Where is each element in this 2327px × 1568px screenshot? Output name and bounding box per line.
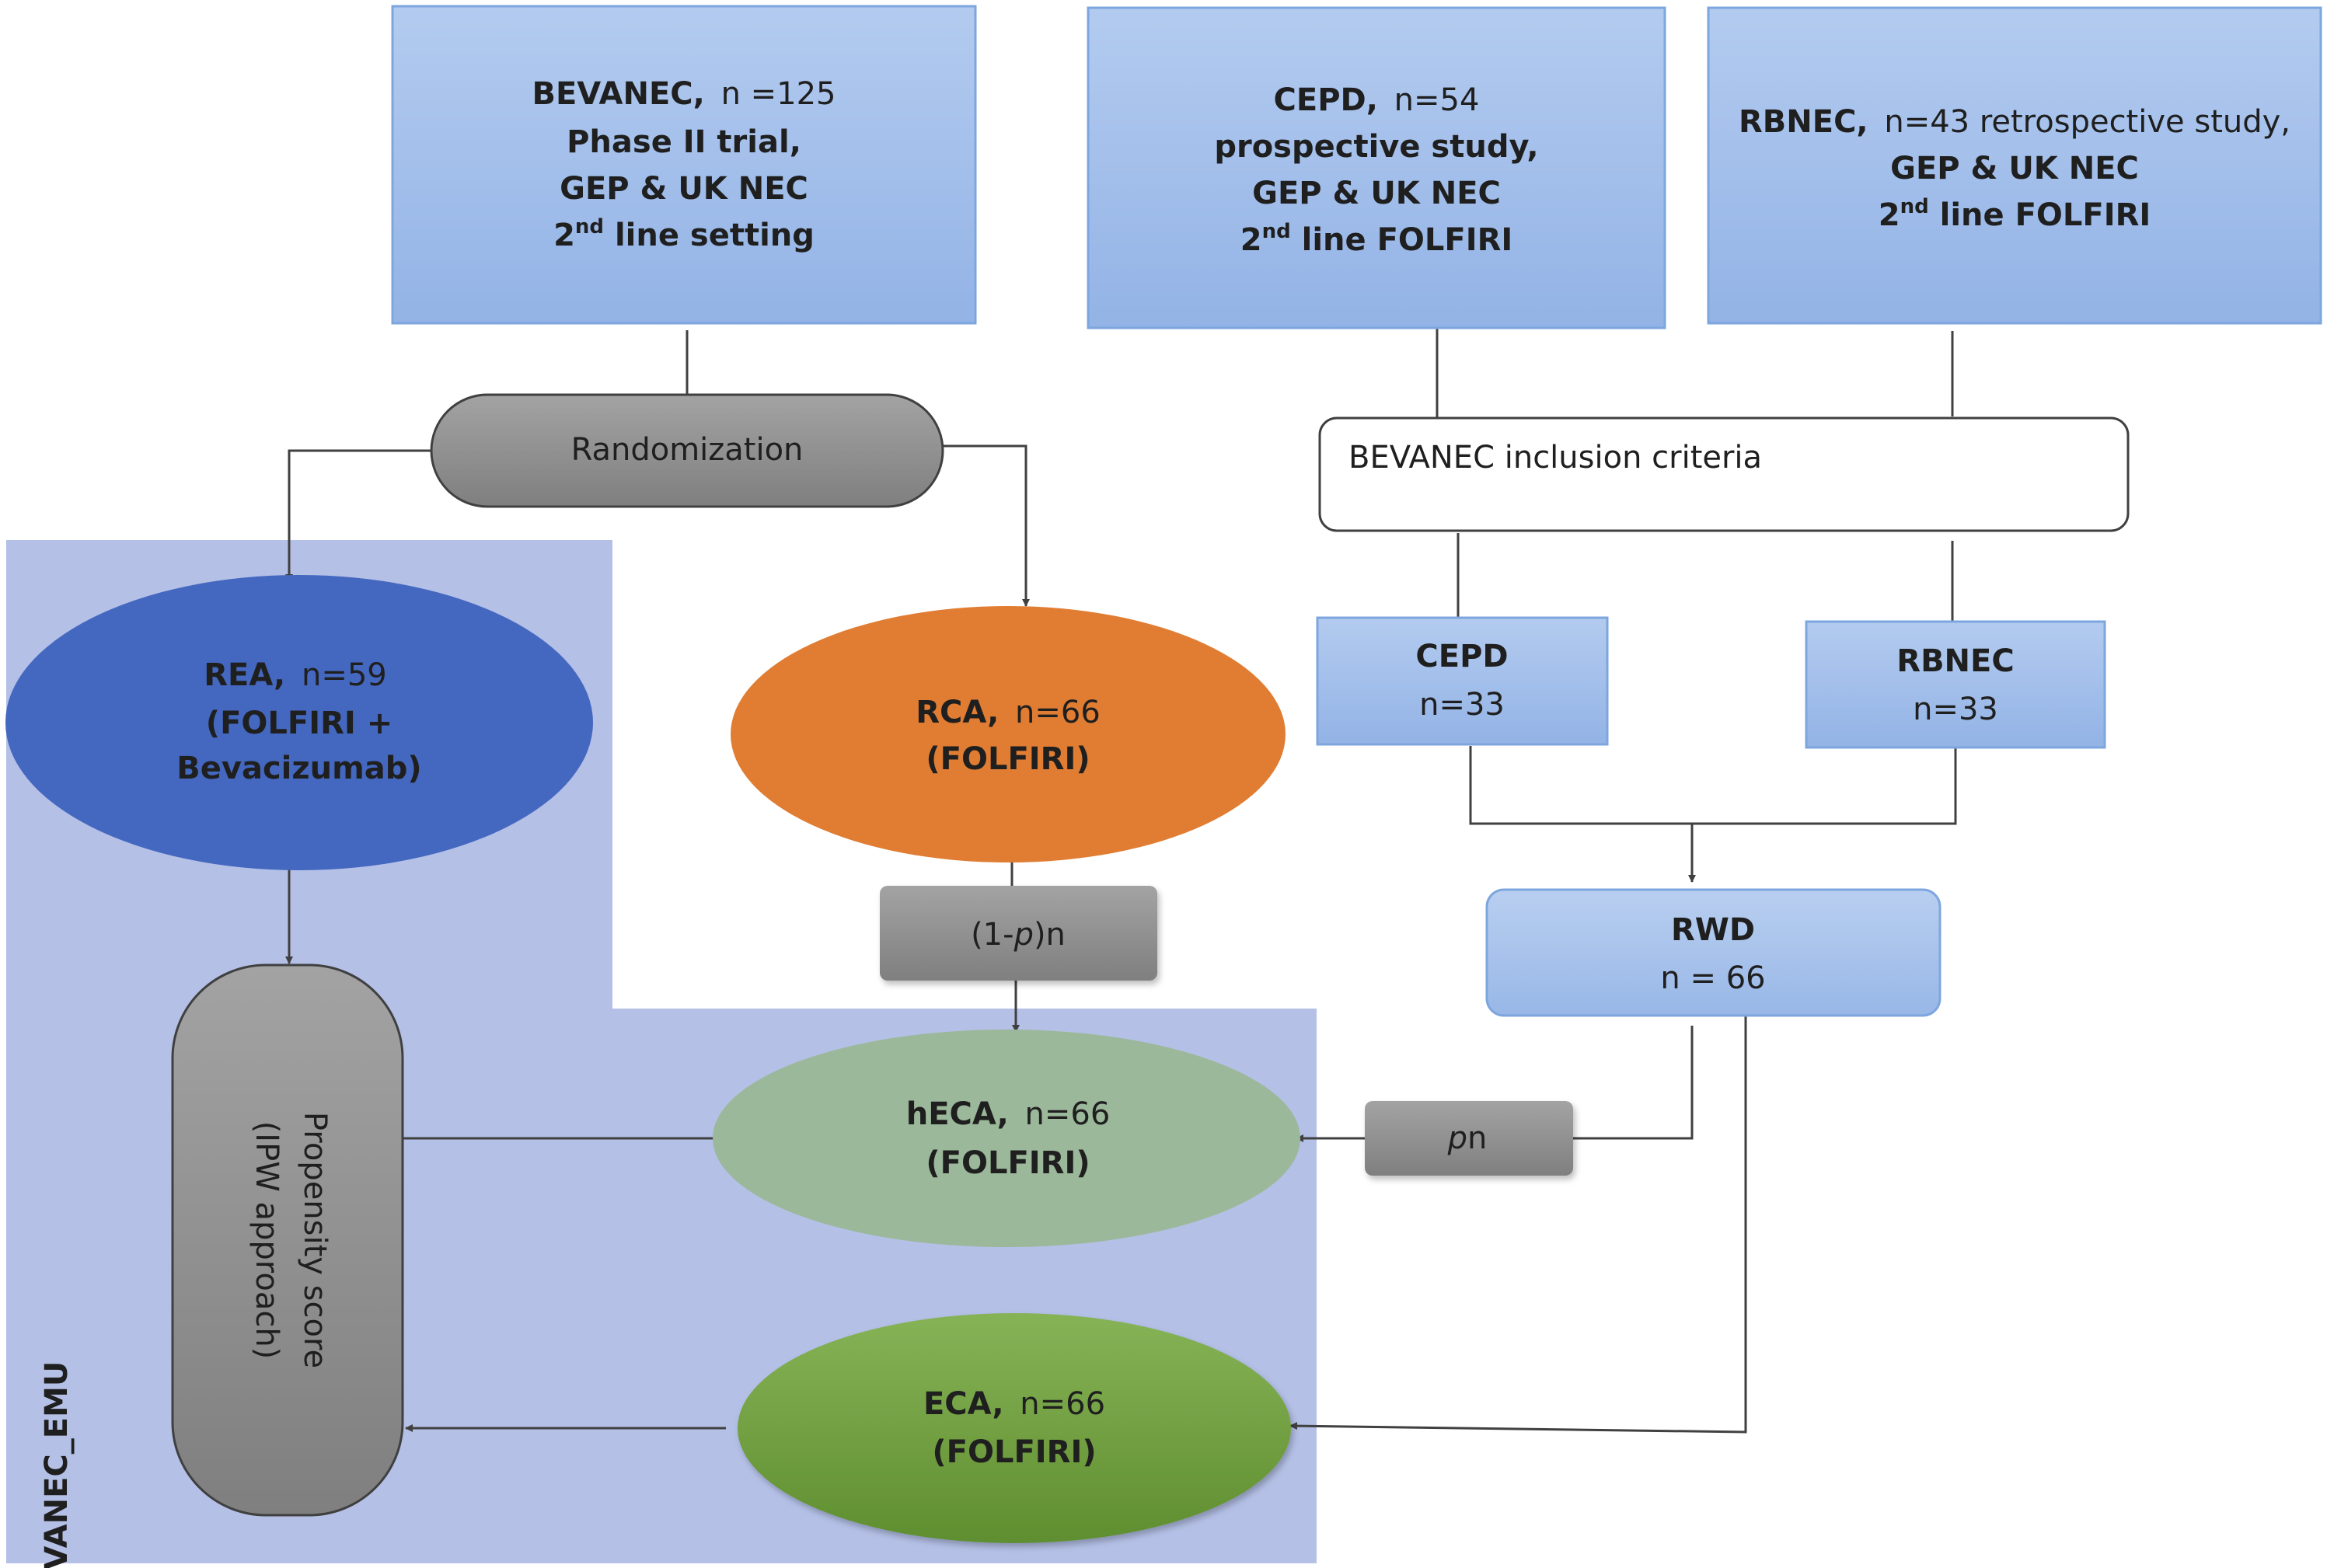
cepd-name: CEPD, <box>1274 82 1378 118</box>
cepd-sup: nd <box>1262 220 1291 243</box>
cepd-subgroup-box: CEPD n=33 <box>1316 616 1609 746</box>
rca-n: n=66 <box>1015 695 1101 730</box>
rbnec-ord: 2 <box>1879 197 1900 233</box>
bevanec-line2: Phase II trial, <box>567 124 801 160</box>
svg-text:RCA, n=66: RCA, n=66 <box>916 695 1101 730</box>
propensity-line2: (IPW approach) <box>249 1121 284 1360</box>
cepd-line3: GEP & UK NEC <box>1252 176 1501 211</box>
cepd-sub-n: n=33 <box>1419 687 1505 723</box>
svg-text:pn: pn <box>1447 1120 1488 1156</box>
rwd-to-eca-arrow <box>1289 1013 1747 1434</box>
rca-name: RCA, <box>916 695 999 730</box>
cepd-source-box: CEPD, n=54 prospective study, GEP & UK N… <box>1087 6 1666 329</box>
rca-line2: (FOLFIRI) <box>926 741 1090 777</box>
bevanec-n: n =125 <box>721 76 836 112</box>
eca-n: n=66 <box>1020 1386 1105 1422</box>
eca-line2: (FOLFIRI) <box>932 1434 1096 1470</box>
bevanec-source-box: BEVANEC, n =125 Phase II trial, GEP & UK… <box>391 5 977 325</box>
inclusion-criteria-box: BEVANEC inclusion criteria <box>1318 416 2130 532</box>
pn-box: pn <box>1365 1101 1573 1176</box>
svg-text:ECA, n=66: ECA, n=66 <box>923 1386 1105 1422</box>
cepd-n: n=54 <box>1394 82 1480 118</box>
rwd-n: n = 66 <box>1660 960 1765 996</box>
rwd-to-pn-line <box>1573 1026 1694 1140</box>
heca-ellipse: hECA, n=66 (FOLFIRI) <box>713 1030 1300 1247</box>
randomization-node: Randomization <box>430 393 944 508</box>
rea-line3: Bevacizumab) <box>176 751 421 786</box>
svg-text:2nd line setting: 2nd line setting <box>553 215 815 253</box>
svg-text:CEPD, n=54: CEPD, n=54 <box>1274 82 1480 118</box>
svg-text:2nd line FOLFIRI: 2nd line FOLFIRI <box>1879 195 2151 233</box>
region-label: BEVANEC_EMU <box>39 1361 75 1568</box>
rbnec-line2: GEP & UK NEC <box>1890 151 2139 186</box>
rbnec-tail: line FOLFIRI <box>1929 197 2151 233</box>
heca-line2: (FOLFIRI) <box>926 1145 1090 1181</box>
heca-name: hECA, <box>906 1096 1009 1132</box>
svg-text:hECA, n=66: hECA, n=66 <box>906 1096 1111 1132</box>
rea-line2: (FOLFIRI + <box>206 706 392 741</box>
one-minus-p-var: p <box>1013 917 1034 953</box>
one-minus-p-box: (1-p)n <box>880 886 1157 981</box>
propensity-score-node: Propensity score (IPW approach) <box>171 963 404 1517</box>
eca-ellipse: ECA, n=66 (FOLFIRI) <box>738 1313 1291 1543</box>
cepd-sub-name: CEPD <box>1415 639 1508 674</box>
bevanec-line3: GEP & UK NEC <box>560 171 808 207</box>
rbnec-sub-name: RBNEC <box>1896 643 2014 679</box>
eca-name: ECA, <box>923 1386 1004 1422</box>
subgroups-join-line <box>1469 746 1957 825</box>
bevanec-tail: line setting <box>604 218 815 253</box>
propensity-line1: Propensity score <box>297 1112 333 1368</box>
rbnec-source-box: RBNEC, n=43 retrospective study, GEP & U… <box>1707 6 2322 325</box>
cepd-tail: line FOLFIRI <box>1291 222 1513 258</box>
one-minus-p-open: (1- <box>971 917 1014 953</box>
rea-name: REA, <box>204 657 285 693</box>
rea-ellipse: REA, n=59 (FOLFIRI + Bevacizumab) <box>5 575 593 870</box>
inclusion-criteria-label: BEVANEC inclusion criteria <box>1348 440 1762 476</box>
cepd-line2: prospective study, <box>1214 129 1538 165</box>
connectors <box>285 326 1957 1434</box>
rea-n: n=59 <box>302 657 387 693</box>
pn-n: n <box>1467 1120 1487 1156</box>
rbnec-subgroup-box: RBNEC n=33 <box>1805 620 2106 749</box>
rwd-name: RWD <box>1671 912 1755 948</box>
rbnec-sub-n: n=33 <box>1913 692 1998 727</box>
rbnec-n: n=43 retrospective study, <box>1884 104 2290 140</box>
bevanec-ord: 2 <box>553 218 575 253</box>
pn-var: p <box>1447 1120 1467 1156</box>
rca-ellipse: RCA, n=66 (FOLFIRI) <box>731 606 1286 862</box>
heca-n: n=66 <box>1025 1096 1111 1132</box>
bevanec-name: BEVANEC, <box>532 76 704 112</box>
svg-text:2nd line FOLFIRI: 2nd line FOLFIRI <box>1240 220 1513 258</box>
bevanec-sup: nd <box>575 215 604 239</box>
svg-text:BEVANEC, n =125: BEVANEC, n =125 <box>532 76 836 112</box>
svg-text:(1-p)n: (1-p)n <box>971 917 1066 953</box>
cepd-ord: 2 <box>1240 222 1262 258</box>
svg-text:RBNEC, n=43 retrospectiv: RBNEC, n=43 retrospective study, <box>1739 104 2290 140</box>
one-minus-p-close: )n <box>1034 917 1066 953</box>
randomization-to-rca-arrow <box>944 444 1030 607</box>
rbnec-sup: nd <box>1900 195 1929 218</box>
randomization-to-rea-arrow <box>285 449 431 582</box>
rbnec-name: RBNEC, <box>1739 104 1868 140</box>
randomization-label: Randomization <box>571 432 804 468</box>
svg-text:REA, n=59: REA, n=59 <box>204 657 387 693</box>
rwd-box: RWD n = 66 <box>1485 888 1941 1017</box>
